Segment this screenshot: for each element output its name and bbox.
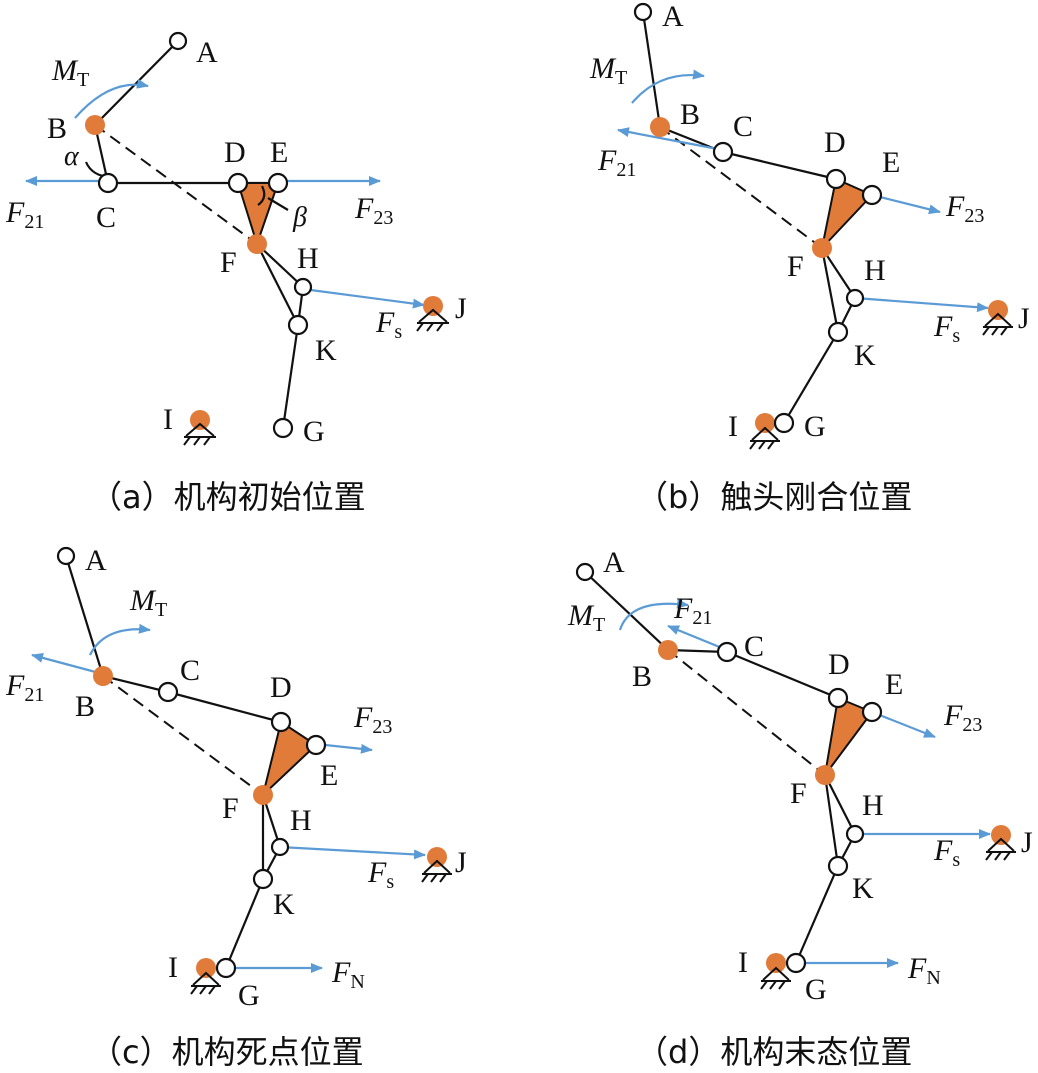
caption-b: （b）触头刚合位置 — [636, 478, 912, 516]
linkages — [64, 555, 282, 969]
svg-text:E: E — [882, 146, 900, 179]
svg-text:A: A — [196, 36, 218, 69]
svg-text:F21: F21 — [673, 592, 712, 629]
svg-text:F23: F23 — [943, 699, 982, 736]
svg-text:MT: MT — [567, 599, 605, 636]
linkages — [584, 571, 856, 964]
svg-text:MT: MT — [129, 584, 167, 621]
svg-text:J: J — [1018, 302, 1030, 335]
svg-text:G: G — [804, 410, 826, 443]
svg-text:E: E — [320, 759, 338, 792]
svg-text:F: F — [220, 246, 237, 279]
svg-text:D: D — [270, 671, 292, 704]
svg-text:FN: FN — [907, 952, 941, 989]
svg-text:H: H — [297, 242, 319, 275]
svg-text:F21: F21 — [5, 669, 44, 706]
caption-d: （d）机构末态位置 — [636, 1033, 912, 1071]
joints — [575, 562, 1016, 990]
force-labels: MT F21 F23 Fs α β — [5, 54, 402, 343]
svg-text:α: α — [64, 141, 80, 172]
svg-text:C: C — [180, 654, 200, 687]
svg-text:K: K — [273, 888, 295, 921]
svg-text:B: B — [75, 690, 95, 723]
linkages — [93, 40, 305, 429]
svg-text:G: G — [238, 979, 260, 1012]
svg-text:A: A — [662, 0, 684, 33]
svg-text:J: J — [455, 846, 467, 879]
panel-d: A B C D E F H J K I G MT F21 F23 Fs FN （… — [567, 546, 1033, 1071]
force-labels: MT F21 F23 Fs FN — [567, 592, 982, 989]
point-labels: A B C D E F H J K I G — [603, 546, 1033, 1006]
svg-text:E: E — [885, 668, 903, 701]
svg-text:K: K — [852, 872, 874, 905]
joints — [633, 2, 1013, 450]
beta-arc — [257, 185, 266, 206]
svg-text:F21: F21 — [5, 196, 44, 233]
svg-text:Fs: Fs — [367, 856, 394, 893]
svg-text:I: I — [728, 410, 738, 443]
svg-text:MT: MT — [51, 54, 89, 91]
svg-text:I: I — [163, 403, 173, 436]
svg-text:C: C — [733, 110, 753, 143]
joints — [85, 31, 449, 446]
force-arrows — [617, 69, 989, 313]
svg-text:E: E — [270, 136, 288, 169]
svg-text:Fs: Fs — [933, 834, 960, 871]
svg-text:F: F — [222, 792, 239, 825]
svg-text:D: D — [828, 648, 850, 681]
svg-text:D: D — [824, 126, 846, 159]
svg-text:F: F — [790, 777, 807, 810]
svg-text:Fs: Fs — [375, 306, 402, 343]
svg-text:B: B — [47, 112, 67, 145]
svg-text:F: F — [787, 250, 804, 283]
svg-text:A: A — [603, 546, 625, 579]
svg-text:G: G — [805, 973, 827, 1006]
force-labels: MT F21 F23 Fs FN — [5, 584, 394, 993]
svg-text:B: B — [680, 98, 700, 131]
svg-text:F21: F21 — [597, 144, 636, 181]
svg-text:C: C — [96, 201, 116, 234]
caption-a: （a）机构初始位置 — [90, 478, 366, 516]
svg-text:D: D — [224, 136, 246, 169]
force-arrows — [25, 78, 425, 309]
svg-text:G: G — [303, 415, 325, 448]
panel-c: A B C D E F H J K I G MT F21 F23 Fs FN （… — [5, 544, 467, 1071]
svg-text:H: H — [290, 804, 312, 837]
caption-c: （c）机构死点位置 — [90, 1033, 364, 1071]
svg-text:H: H — [862, 789, 884, 822]
svg-text:Fs: Fs — [933, 310, 960, 347]
svg-text:MT: MT — [589, 52, 627, 89]
svg-text:C: C — [744, 630, 764, 663]
svg-text:FN: FN — [331, 956, 365, 993]
svg-text:F23: F23 — [945, 190, 984, 227]
point-labels: A B C D E F H J K I G — [75, 544, 467, 1012]
point-labels: A B C D E F H J K I G — [662, 0, 1030, 443]
svg-text:J: J — [1021, 826, 1033, 859]
svg-text:F23: F23 — [353, 701, 392, 738]
svg-text:I: I — [738, 946, 748, 979]
svg-text:H: H — [864, 254, 886, 287]
svg-text:K: K — [315, 334, 337, 367]
panel-b: A B C D E F H J K I G MT F21 F23 Fs （b）触… — [589, 0, 1030, 516]
svg-text:I: I — [168, 951, 178, 984]
joints — [56, 546, 452, 995]
force-arrows — [618, 598, 991, 968]
linkages — [641, 11, 856, 424]
point-labels: A B C D E F H J K I G — [47, 36, 467, 448]
svg-text:K: K — [854, 339, 876, 372]
svg-text:A: A — [85, 544, 107, 577]
svg-text:F23: F23 — [354, 192, 393, 229]
svg-text:β: β — [292, 202, 307, 233]
svg-text:B: B — [632, 660, 652, 693]
svg-text:J: J — [455, 292, 467, 325]
panel-a: A B C D E F H J K I G MT F21 F23 Fs α β … — [5, 31, 467, 516]
force-labels: MT F21 F23 Fs — [589, 52, 984, 347]
